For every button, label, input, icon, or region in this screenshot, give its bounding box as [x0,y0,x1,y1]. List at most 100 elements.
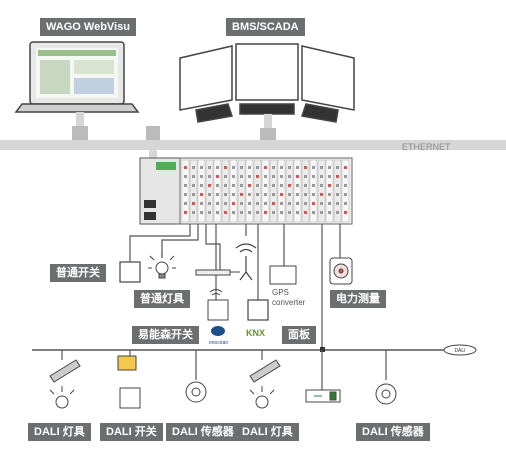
io-terminal [184,211,187,214]
io-terminal [248,166,251,169]
io-terminal [256,166,259,169]
io-terminal [264,184,267,187]
io-terminal [248,202,251,205]
io-terminal [312,166,315,169]
laptop-icon [14,41,140,113]
io-terminal [336,193,339,196]
io-module [213,159,222,223]
io-terminal [280,166,283,169]
io-terminal [192,211,195,214]
io-module [197,159,206,223]
io-terminal [328,211,331,214]
io-terminal [312,193,315,196]
io-terminal [248,175,251,178]
io-terminal [264,175,267,178]
io-terminal [312,184,315,187]
normal-switch-label: 普通开关 [50,264,106,282]
enocean-logo-icon [211,326,225,336]
io-terminal [304,166,307,169]
io-module [261,159,270,223]
io-terminal [208,175,211,178]
power-meter-label: 电力测量 [330,290,386,308]
dali-sensor-label-1: DALI 传感器 [166,423,240,441]
io-terminal [312,211,315,214]
io-terminal [184,175,187,178]
io-module [269,159,278,223]
io-terminal [208,166,211,169]
io-terminal [200,193,203,196]
io-terminal [288,193,291,196]
io-terminal [304,184,307,187]
io-terminal [336,211,339,214]
dali-logo-text: DALI [454,348,465,354]
io-terminal [280,175,283,178]
io-terminal [336,184,339,187]
wifi-icon [235,243,257,281]
io-terminal [296,166,299,169]
dali-lamp-label-1: DALI 灯具 [28,423,91,441]
io-terminal [320,211,323,214]
dali-sensor-icon [375,383,397,405]
io-module [325,159,334,223]
io-terminal [256,202,259,205]
panel-icon [247,299,269,321]
io-terminal [336,175,339,178]
io-terminal [328,175,331,178]
io-terminal [208,184,211,187]
bms-label: BMS/SCADA [226,18,305,36]
io-module [205,159,214,223]
dali-lamp-icon [249,359,281,409]
dali-sensor-icon [185,381,207,403]
io-terminal [288,166,291,169]
io-terminal [280,211,283,214]
io-terminal [264,193,267,196]
io-terminal [336,166,339,169]
io-module [333,159,342,223]
webvisu-label: WAGO WebVisu [40,18,136,36]
io-terminal [232,193,235,196]
io-terminal [216,211,219,214]
io-terminal [240,193,243,196]
normal-lamp-label: 普通灯具 [134,290,190,308]
io-terminal [232,211,235,214]
io-terminal [304,175,307,178]
io-terminal [344,211,347,214]
io-terminal [272,166,275,169]
io-terminal [296,202,299,205]
wago-controller [139,157,353,225]
enocean-logo-text: enocean [209,340,228,346]
io-terminal [344,193,347,196]
io-terminal [232,202,235,205]
panel-label: 面板 [282,326,316,344]
io-module [253,159,262,223]
io-terminal [288,211,291,214]
gps-converter-label: GPS converter [272,288,306,307]
io-terminal [248,193,251,196]
io-terminal [192,166,195,169]
io-terminal [216,184,219,187]
io-terminal [240,166,243,169]
io-terminal [272,211,275,214]
io-terminal [184,166,187,169]
io-terminal [328,184,331,187]
io-terminal [192,193,195,196]
io-module [277,159,286,223]
io-terminal [208,202,211,205]
io-terminal [296,211,299,214]
io-terminal [240,211,243,214]
dali-switch-label: DALI 开关 [100,423,163,441]
io-terminal [272,175,275,178]
io-terminal [216,166,219,169]
io-terminal [272,202,275,205]
io-terminal [208,211,211,214]
io-terminal [216,193,219,196]
io-terminal [232,175,235,178]
io-terminal [344,166,347,169]
svg-text:KNX: KNX [246,328,265,338]
io-terminal [200,166,203,169]
io-terminal [288,175,291,178]
io-module [245,159,254,223]
power-meter-icon [329,257,353,285]
io-module [181,159,190,223]
io-terminal [328,193,331,196]
